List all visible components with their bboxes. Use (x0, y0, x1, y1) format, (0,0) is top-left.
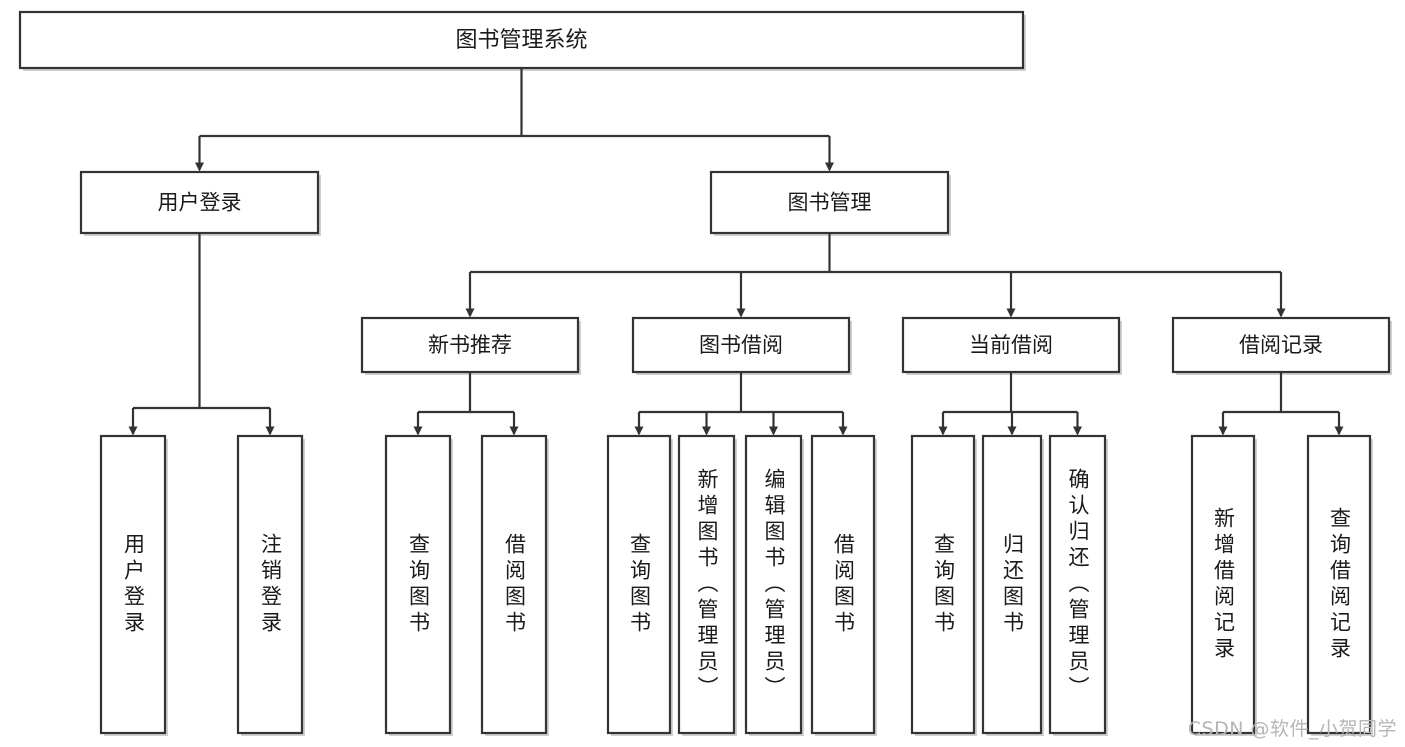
node-current-borrow-box[interactable] (901, 316, 1121, 374)
node-leaf-borrow-book-box[interactable] (810, 434, 876, 735)
node-borrow-record-label: 借阅记录 (1239, 333, 1323, 357)
node-new-book-recommend-box[interactable] (360, 316, 580, 374)
node-book-borrow-box[interactable] (631, 316, 851, 374)
node-root-box[interactable] (18, 10, 1025, 70)
node-book-manage-box[interactable] (709, 170, 950, 235)
node-box-layer (18, 10, 1391, 735)
node-root-label: 图书管理系统 (455, 28, 587, 53)
node-new-book-recommend-label: 新书推荐 (428, 333, 512, 357)
node-leaf-confirm-return-box[interactable] (1048, 434, 1107, 735)
node-leaf-borrow-book-rec-box[interactable] (480, 434, 548, 735)
node-borrow-record-box[interactable] (1171, 316, 1391, 374)
connector-layer (128, 68, 1344, 436)
node-leaf-logout-box[interactable] (236, 434, 304, 735)
node-book-borrow-label: 图书借阅 (699, 333, 783, 357)
node-leaf-add-book-box[interactable] (677, 434, 736, 735)
node-leaf-add-borrow-record-box[interactable] (1190, 434, 1256, 735)
node-leaf-return-book-box[interactable] (981, 434, 1043, 735)
node-leaf-query-borrow-record-box[interactable] (1306, 434, 1372, 735)
node-user-login-box[interactable] (79, 170, 320, 235)
csdn-watermark: CSDN @软件_小贺同学 (1187, 718, 1397, 740)
node-leaf-edit-book-box[interactable] (744, 434, 803, 735)
node-book-manage-label: 图书管理 (788, 191, 872, 215)
node-leaf-query-book-current-box[interactable] (910, 434, 976, 735)
node-user-login-label: 用户登录 (158, 191, 242, 215)
node-leaf-user-login-box[interactable] (99, 434, 167, 735)
node-leaf-query-book-borrow-box[interactable] (606, 434, 672, 735)
node-current-borrow-label: 当前借阅 (969, 333, 1053, 357)
node-leaf-query-book-rec-box[interactable] (384, 434, 452, 735)
